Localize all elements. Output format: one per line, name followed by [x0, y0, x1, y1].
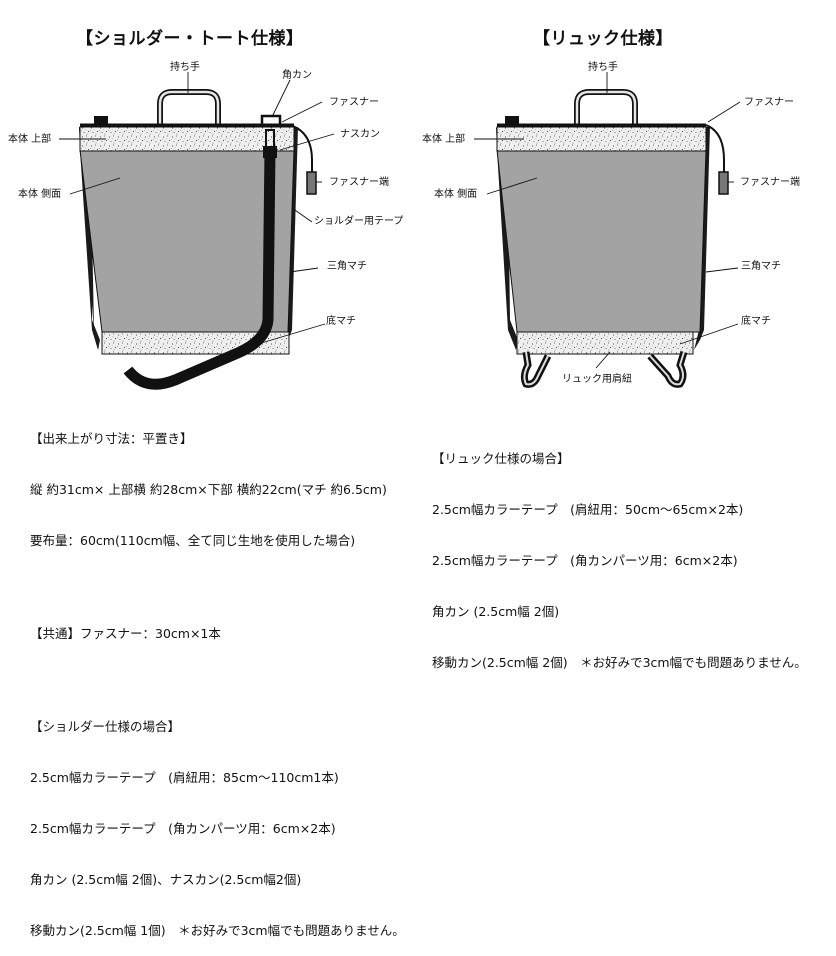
- zipper-end: [718, 171, 729, 195]
- label-gusset: 三角マチ: [741, 260, 781, 272]
- specs-left: 【出来上がり寸法：平置き】 縦 約31cm× 上部横 約28cm×下部 横約22…: [30, 396, 405, 956]
- label-fastener: ファスナー: [329, 96, 379, 108]
- label-fastener-end: ファスナー端: [740, 175, 800, 188]
- label-body-side: 本体 側面: [434, 187, 477, 200]
- ruck-case-title: 【リュック仕様の場合】: [432, 451, 570, 466]
- label-bottom: 底マチ: [741, 314, 771, 327]
- label-gusset: 三角マチ: [327, 260, 367, 272]
- bottom-gusset: [516, 331, 694, 355]
- label-body-top: 本体 上部: [8, 132, 51, 145]
- shoulder-tape-1: 2.5cm幅カラーテープ (肩紐用：85cm～110cm1本): [30, 770, 339, 785]
- specs-right: 【リュック仕様の場合】 2.5cm幅カラーテープ (肩紐用：50cm～65cm×…: [432, 416, 807, 688]
- ruck-bag-illustration: [496, 89, 729, 388]
- handle: [574, 89, 638, 124]
- label-handle: 持ち手: [588, 60, 618, 73]
- label-body-top: 本体 上部: [422, 132, 465, 145]
- zipper-tab-left: [94, 116, 108, 124]
- bag-diagrams: 持ち手 角カン ファスナー ナスカン 本体 上部 ファスナー端 本体 側面 ショ…: [8, 60, 800, 390]
- finish-size-title: 【出来上がり寸法：平置き】: [30, 431, 193, 446]
- ruck-spec-title: 【リュック仕様】: [533, 29, 673, 49]
- shoulder-bag-illustration: [79, 89, 317, 390]
- shoulder-spec-title: 【ショルダー・トート仕様】: [76, 29, 304, 49]
- label-fastener: ファスナー: [744, 96, 794, 108]
- body-top: [496, 126, 707, 152]
- label-ruck-straps: リュック用肩紐: [562, 372, 632, 385]
- common-fastener: 【共通】ファスナー：30cm×1本: [30, 626, 221, 641]
- shoulder-case-title: 【ショルダー仕様の場合】: [30, 719, 181, 734]
- body-side: [79, 149, 295, 333]
- kakukan-ring: [260, 114, 282, 128]
- fabric-amount: 要布量：60cm(110cm幅、全て同じ生地を使用した場合): [30, 533, 356, 548]
- ruck-tape-1: 2.5cm幅カラーテープ (肩紐用：50cm～65cm×2本): [432, 502, 744, 517]
- ruck-strap-right: [647, 350, 688, 388]
- body-top: [79, 126, 295, 152]
- label-kakukan: 角カン: [282, 69, 312, 81]
- zipper-cord: [289, 124, 313, 172]
- label-body-side: 本体 側面: [18, 187, 61, 200]
- shoulder-tape-2: 2.5cm幅カラーテープ (角カンパーツ用：6cm×2本): [30, 821, 336, 836]
- ruck-slider: 移動カン(2.5cm幅 2個) ＊お好みで3cm幅でも問題ありません。: [432, 655, 807, 670]
- ruck-rings: 角カン (2.5cm幅 2個): [432, 604, 560, 619]
- finish-size: 縦 約31cm× 上部横 約28cm×下部 横約22cm(マチ 約6.5cm): [30, 482, 387, 497]
- zipper-tab-left: [505, 116, 519, 124]
- label-handle: 持ち手: [170, 60, 200, 73]
- shoulder-slider: 移動カン(2.5cm幅 1個) ＊お好みで3cm幅でも問題ありません。: [30, 923, 405, 938]
- zipper-cord: [705, 124, 725, 172]
- ruck-tape-2: 2.5cm幅カラーテープ (角カンパーツ用：6cm×2本): [432, 553, 738, 568]
- label-shoulder-tape: ショルダー用テープ: [314, 214, 403, 227]
- body-side: [496, 149, 707, 333]
- shoulder-strap: [123, 149, 276, 390]
- label-fastener-end: ファスナー端: [329, 175, 389, 188]
- handle: [157, 89, 221, 124]
- zipper-end: [306, 171, 317, 195]
- label-bottom: 底マチ: [326, 314, 356, 327]
- shoulder-rings: 角カン (2.5cm幅 2個)、ナスカン(2.5cm幅2個): [30, 872, 302, 887]
- label-nasukan: ナスカン: [340, 128, 380, 140]
